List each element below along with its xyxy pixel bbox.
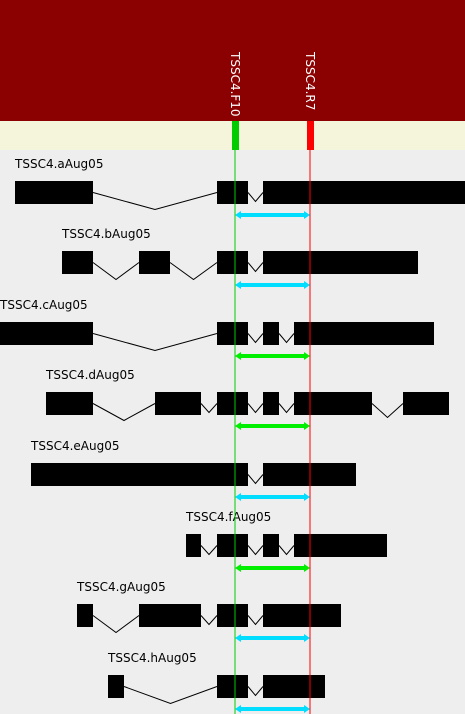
transcript-label: TSSC4.gAug05 [76,580,166,594]
intron-line [247,615,264,626]
exon-block [263,322,279,345]
transcript-label: TSSC4.bAug05 [61,227,151,241]
intron-line [200,403,218,414]
intron-line [200,545,218,556]
intron-line [123,686,218,705]
transcript-track: TSSC4.cAug05 [0,298,434,360]
exon-block [139,604,201,627]
transcript-label: TSSC4.cAug05 [0,298,88,312]
primer-label: TSSC4.R7 [303,51,317,110]
intron-line [247,403,264,414]
intron-line [247,686,264,697]
amplicon-bar [235,705,310,713]
primer-lines [234,150,311,714]
exon-block [294,322,434,345]
intron-line [247,192,264,203]
transcript-track: TSSC4.hAug05 [107,651,325,713]
intron-line [92,403,156,422]
transcript-track: TSSC4.aAug05 [14,157,465,219]
intron-line [278,545,295,556]
exon-block [294,392,372,415]
intron-line [92,262,140,281]
transcript-label: TSSC4.dAug05 [45,368,135,382]
exon-block [263,675,325,698]
intron-line [278,333,295,344]
exon-block [217,675,248,698]
exon-block [217,604,248,627]
intron-line [247,262,264,273]
amplicon-bar [235,634,310,642]
exon-block [186,534,201,557]
transcript-track: TSSC4.bAug05 [61,227,418,289]
exon-block [263,181,465,204]
intron-line [371,403,404,419]
exon-block [15,181,93,204]
exon-block [217,534,248,557]
intron-line [247,333,264,344]
exon-block [263,251,418,274]
exon-block [263,604,341,627]
intron-line [200,615,218,626]
transcript-track: TSSC4.fAug05 [185,510,387,572]
amplicon-bar [235,352,310,360]
exon-block [31,463,248,486]
exon-block [294,534,387,557]
amplicon-bar [235,493,310,501]
transcript-label: TSSC4.eAug05 [30,439,119,453]
exon-block [217,322,248,345]
primer-marker [232,121,239,150]
intron-line [92,615,140,634]
transcript-track: TSSC4.gAug05 [76,580,341,642]
primer-layer: TSSC4.F10 TSSC4.R7 [228,51,317,150]
header-bar [0,0,465,121]
amplicon-bar [235,422,310,430]
transcript-track: TSSC4.dAug05 [45,368,449,430]
exon-block [108,675,124,698]
exon-block [77,604,93,627]
exon-block [263,392,279,415]
exon-block [217,251,248,274]
primer-label: TSSC4.F10 [228,51,242,117]
intron-line [247,545,264,556]
exon-block [155,392,201,415]
exon-block [0,322,93,345]
exon-block [217,181,248,204]
intron-line [278,403,295,414]
intron-line [92,333,218,352]
transcript-label: TSSC4.hAug05 [107,651,197,665]
exon-block [217,392,248,415]
transcript-tracks: TSSC4.aAug05TSSC4.bAug05TSSC4.cAug05TSSC… [0,157,465,713]
exon-block [46,392,93,415]
amplicon-bar [235,281,310,289]
exon-block [139,251,170,274]
intron-line [92,192,218,211]
exon-block [62,251,93,274]
amplicon-bar [235,564,310,572]
exon-block [263,534,279,557]
exon-block [403,392,449,415]
intron-line [247,474,264,485]
primer-marker [307,121,314,150]
intron-line [169,262,218,281]
amplicon-bar [235,211,310,219]
transcript-label: TSSC4.aAug05 [14,157,103,171]
transcript-label: TSSC4.fAug05 [185,510,271,524]
